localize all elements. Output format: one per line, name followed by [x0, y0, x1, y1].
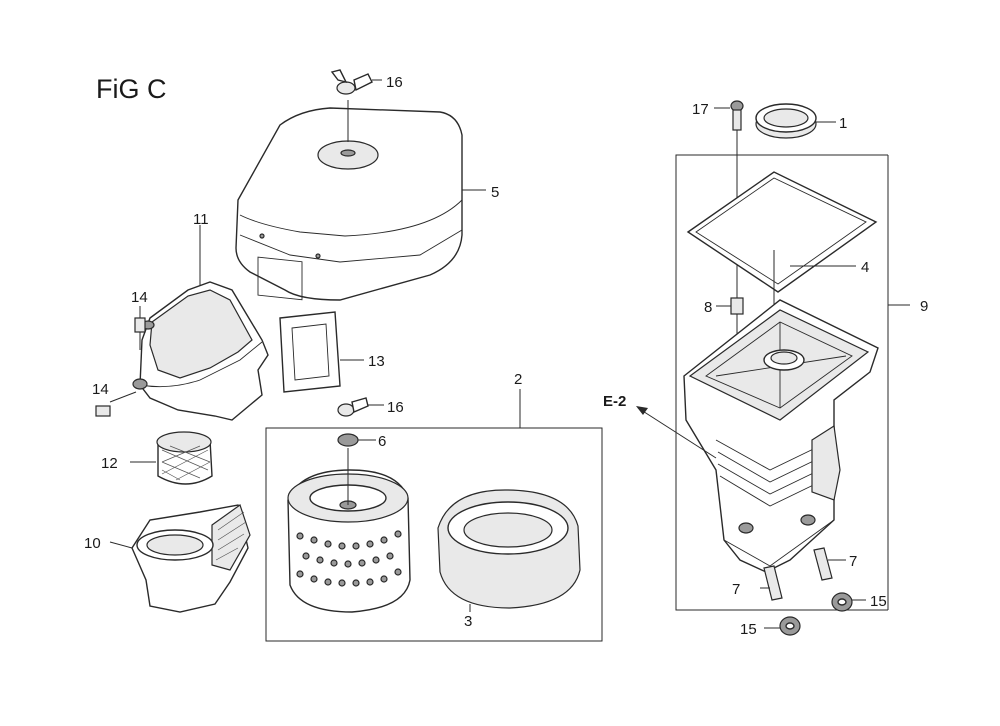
part-wing-nut-lower — [337, 397, 384, 417]
part-air-cleaner-element — [287, 448, 411, 613]
callout-15-top: 16 — [386, 74, 403, 91]
callout-9: 9 — [920, 298, 928, 315]
part-foam-element — [437, 489, 581, 612]
part-collar — [716, 297, 744, 315]
callout-12: 12 — [101, 455, 118, 472]
part-stud-bolt — [714, 100, 744, 370]
callout-e2: E-2 — [603, 393, 626, 410]
callout-6: 6 — [378, 433, 386, 450]
part-gasket — [279, 311, 364, 393]
callout-4: 4 — [861, 259, 869, 276]
part-air-horn — [109, 504, 251, 613]
callout-14-upper: 14 — [131, 289, 148, 306]
callout-2: 2 — [514, 371, 522, 388]
part-pin-right — [813, 547, 846, 581]
callout-16-right: 15 — [870, 593, 887, 610]
callout-7-right: 7 — [849, 553, 857, 570]
part-bolt-lower — [95, 391, 137, 417]
part-washer — [337, 433, 376, 447]
part-wing-nut-top — [330, 69, 382, 95]
callout-17: 17 — [692, 101, 709, 118]
part-air-cleaner-cover — [235, 100, 463, 301]
figure-title: FiG C — [96, 74, 167, 104]
part-case-gasket — [686, 171, 878, 340]
part-nut-right — [831, 592, 866, 612]
callout-11: 11 — [193, 211, 209, 228]
group-box-air-cleaner-case — [675, 154, 910, 611]
part-bolt-upper — [134, 306, 146, 350]
part-pre-filter — [130, 431, 213, 485]
callout-5: 5 — [491, 184, 499, 201]
callout-13: 13 — [368, 353, 385, 370]
callout-16-lower: 15 — [740, 621, 757, 638]
reference-arrow-e2 — [636, 406, 717, 459]
part-intake-elbow — [132, 225, 269, 421]
callout-10: 10 — [84, 535, 101, 552]
part-seal-ring — [755, 103, 836, 139]
part-pin-lower-left — [760, 565, 783, 601]
part-air-cleaner-case — [683, 299, 879, 573]
callout-1: 1 — [839, 115, 847, 132]
callout-8: 8 — [704, 299, 712, 316]
callout-15-lower: 16 — [387, 399, 404, 416]
part-nut-lower — [764, 616, 801, 636]
callout-14-lower: 14 — [92, 381, 109, 398]
callout-7-left: 7 — [732, 581, 740, 598]
callout-3: 3 — [464, 613, 472, 630]
filter-perforations — [296, 530, 402, 587]
group-box-air-cleaner-element — [265, 389, 603, 642]
